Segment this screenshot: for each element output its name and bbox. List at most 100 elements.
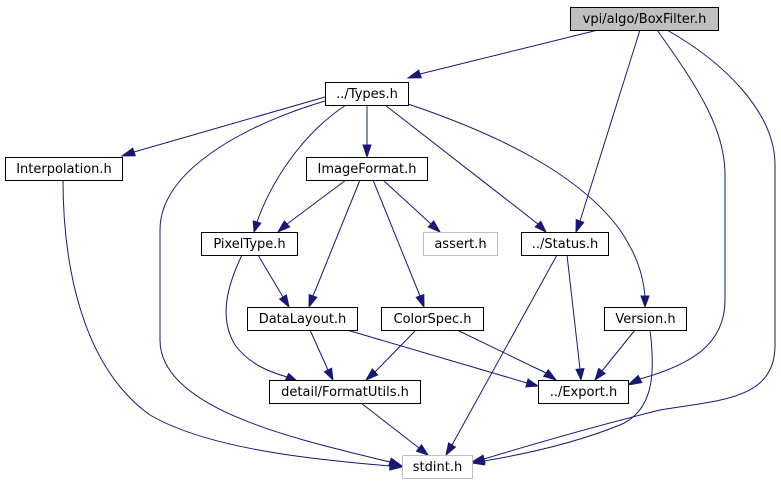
node-box (570, 7, 719, 31)
node-version[interactable]: Version.h (604, 307, 687, 331)
arrowhead-icon (252, 220, 262, 234)
edge-interpolation-to-stdint (62, 179, 404, 471)
arrowhead-icon (415, 293, 425, 309)
edge-imageformat-to-colorspec (372, 179, 425, 309)
edge-line (62, 179, 391, 467)
edge-line (372, 179, 421, 297)
node-box (5, 157, 123, 181)
edge-line (407, 103, 646, 297)
edge-colorspec-to-formatutils (364, 329, 417, 382)
edge-types-to-stdint (159, 100, 404, 467)
arrowhead-icon (276, 220, 291, 234)
edge-datalayout-to-formatutils (309, 329, 334, 382)
arrowhead-icon (640, 295, 650, 309)
edge-boxfilter-to-status (575, 29, 641, 234)
node-box (325, 82, 409, 106)
node-label: ColorSpec.h (394, 312, 472, 327)
arrowhead-icon (445, 442, 457, 457)
edge-line (309, 329, 329, 371)
edge-colorspec-to-export (456, 329, 558, 381)
node-label: assert.h (434, 237, 486, 252)
node-pixeltype[interactable]: PixelType.h (201, 232, 298, 256)
node-box (423, 232, 498, 256)
node-label: detail/FormatUtils.h (281, 385, 409, 400)
node-interpolation[interactable]: Interpolation.h (5, 157, 123, 181)
node-colorspec[interactable]: ColorSpec.h (381, 307, 484, 331)
edge-line (456, 329, 547, 374)
node-label: ImageFormat.h (318, 162, 417, 177)
arrowhead-icon (389, 461, 404, 471)
arrowhead-icon (120, 147, 136, 157)
edge-status-to-export (566, 254, 585, 382)
edge-imageformat-to-assert (382, 179, 442, 234)
edge-line (374, 329, 417, 373)
edge-line (566, 254, 581, 370)
nodes-layer: vpi/algo/BoxFilter.h ../Types.hInterpolat… (5, 7, 719, 479)
node-label: PixelType.h (213, 237, 285, 252)
node-boxfilter[interactable]: vpi/algo/BoxFilter.h (570, 7, 719, 31)
node-label: DataLayout.h (259, 312, 347, 327)
edge-line (483, 329, 653, 462)
node-export[interactable]: ../Export.h (538, 380, 629, 404)
arrowhead-icon (594, 367, 607, 382)
edge-imageformat-to-pixeltype (276, 179, 347, 234)
arrowhead-icon (575, 218, 585, 234)
arrowhead-icon (626, 374, 643, 386)
edge-line (256, 104, 347, 223)
arrowhead-icon (308, 293, 318, 309)
edge-boxfilter-to-types (406, 29, 599, 79)
node-box (521, 232, 609, 256)
edge-types-to-status (384, 104, 548, 234)
edge-line (286, 179, 347, 225)
node-label: Interpolation.h (16, 162, 112, 177)
arrowhead-icon (427, 220, 442, 234)
edge-imageformat-to-datalayout (308, 179, 361, 309)
arrowhead-icon (323, 367, 334, 382)
edge-types-to-interpolation (120, 96, 326, 157)
edge-line (419, 29, 599, 75)
edge-types-to-imageformat (362, 105, 372, 159)
node-box (201, 232, 298, 256)
node-label: vpi/algo/BoxFilter.h (583, 12, 707, 27)
node-status[interactable]: ../Status.h (521, 232, 609, 256)
edge-line (312, 179, 361, 297)
node-stdint: stdint.h (402, 455, 473, 479)
node-assert: assert.h (423, 232, 498, 256)
node-formatutils[interactable]: detail/FormatUtils.h (269, 380, 421, 404)
arrowhead-icon (364, 368, 379, 382)
arrowhead-icon (406, 69, 422, 79)
edge-boxfilter-to-export (626, 29, 726, 386)
arrowhead-icon (362, 144, 372, 159)
arrowhead-icon (470, 456, 486, 466)
node-box (381, 307, 484, 331)
edge-formatutils-to-stdint (360, 402, 430, 456)
node-datalayout[interactable]: DataLayout.h (247, 307, 358, 331)
arrowhead-icon (534, 220, 548, 234)
edge-version-to-stdint (470, 329, 653, 466)
edge-line (384, 104, 539, 225)
node-label: stdint.h (413, 460, 462, 475)
edge-status-to-stdint (445, 254, 558, 457)
edge-types-to-version (407, 103, 650, 309)
edge-line (360, 402, 420, 449)
node-label: Version.h (615, 312, 675, 327)
node-imageformat[interactable]: ImageFormat.h (306, 157, 428, 181)
edges-layer (62, 29, 776, 471)
arrowhead-icon (415, 443, 430, 456)
edge-line (257, 254, 284, 298)
node-box (247, 307, 358, 331)
node-box (306, 157, 428, 181)
node-box (269, 380, 421, 404)
arrowhead-icon (525, 378, 540, 388)
edge-version-to-export (594, 329, 636, 382)
edge-types-to-pixeltype (252, 104, 347, 234)
edge-line (451, 254, 558, 446)
node-types[interactable]: ../Types.h (325, 82, 409, 106)
edge-line (579, 29, 641, 222)
edge-pixeltype-to-datalayout (257, 254, 290, 309)
edge-line (159, 100, 391, 463)
node-label: ../Status.h (532, 237, 598, 252)
edge-line (483, 29, 776, 460)
arrowhead-icon (542, 368, 558, 381)
